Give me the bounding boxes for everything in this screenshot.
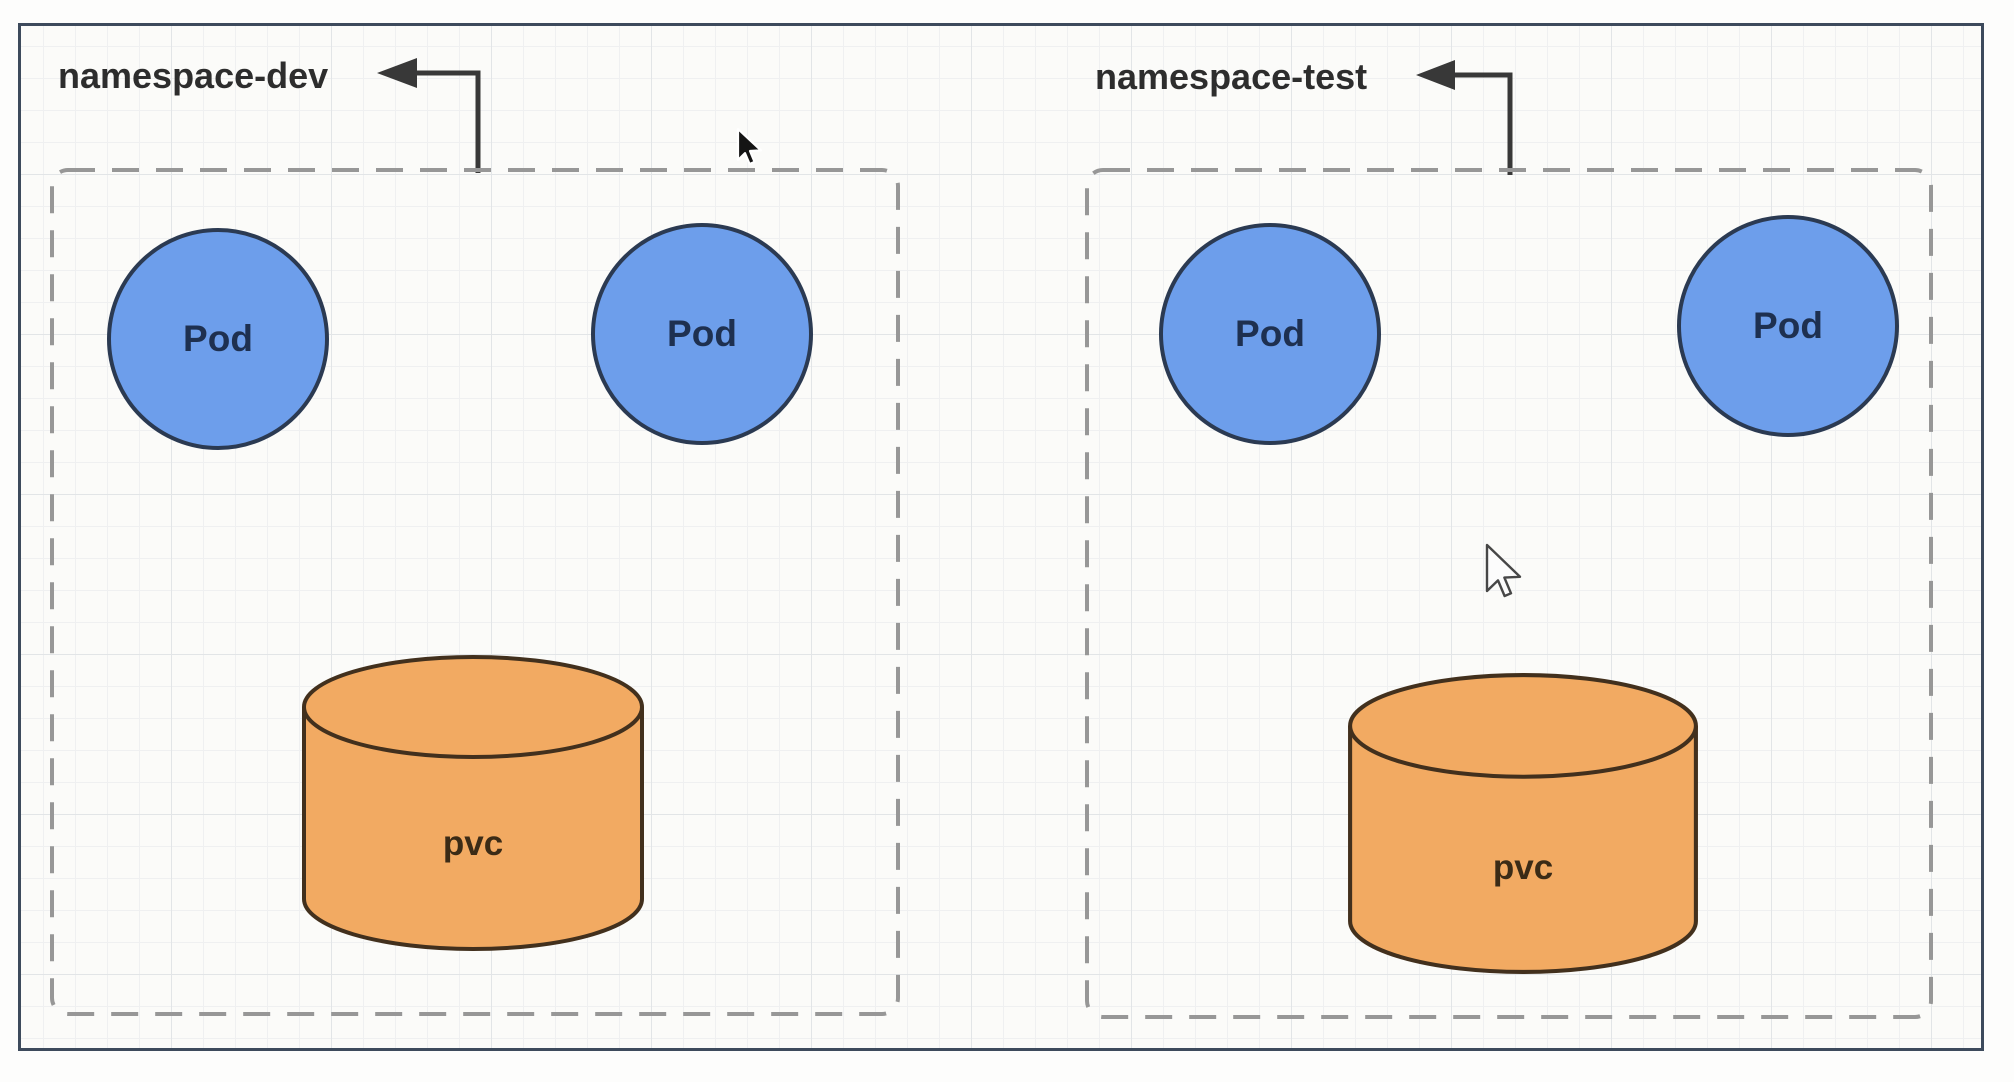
namespace-test-arrow[interactable] — [1413, 55, 1521, 181]
namespace-dev-label[interactable]: namespace-dev — [58, 55, 329, 96]
namespace-test-box[interactable] — [1085, 168, 1933, 1019]
pod-label: Pod — [183, 318, 253, 359]
pvc-shape[interactable] — [300, 653, 646, 953]
pod-shape[interactable]: Pod — [1677, 215, 1899, 437]
pod-shape[interactable]: Pod — [107, 228, 329, 450]
namespace-dev-arrow[interactable] — [373, 53, 489, 179]
pod-label: Pod — [667, 313, 737, 354]
diagram-canvas[interactable]: namespace-dev Pod Pod pvc namespace-test — [18, 23, 1984, 1051]
pvc-shape[interactable] — [1346, 671, 1700, 976]
pod-label: Pod — [1235, 313, 1305, 354]
namespace-test-label[interactable]: namespace-test — [1095, 56, 1368, 97]
pod-label: Pod — [1753, 305, 1823, 346]
pod-shape[interactable]: Pod — [591, 223, 813, 445]
namespace-dev-box[interactable] — [50, 168, 900, 1016]
pod-shape[interactable]: Pod — [1159, 223, 1381, 445]
